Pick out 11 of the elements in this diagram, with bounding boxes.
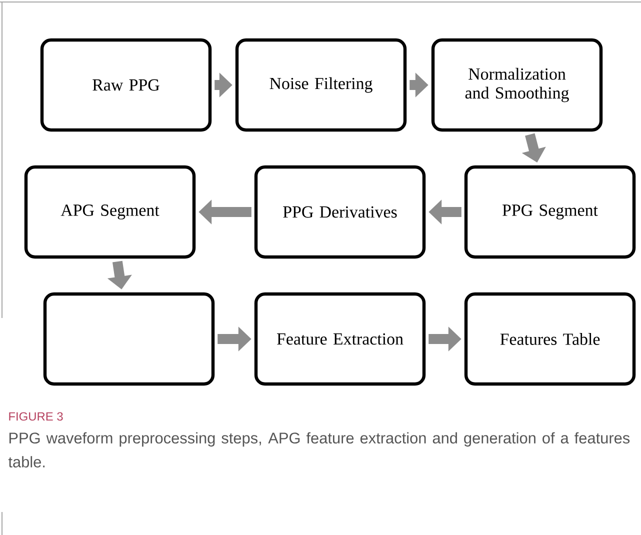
empty-box — [43, 292, 215, 386]
process-box: Raw PPG — [40, 38, 212, 132]
process-box: Noise Filtering — [235, 38, 407, 132]
figure-label: FIGURE 3 — [9, 412, 63, 421]
caption: PPG waveform preprocessing steps, APG feature extraction and generation of a features table. — [8, 432, 630, 468]
process-box: Feature Extraction — [254, 292, 426, 386]
process-box: Features Table — [464, 292, 636, 386]
process-box: APG Segment — [24, 165, 196, 259]
process-box: PPG Derivatives — [254, 165, 426, 259]
process-box: PPG Segment — [464, 165, 636, 259]
process-box: Normalization and Smoothing — [431, 38, 603, 132]
